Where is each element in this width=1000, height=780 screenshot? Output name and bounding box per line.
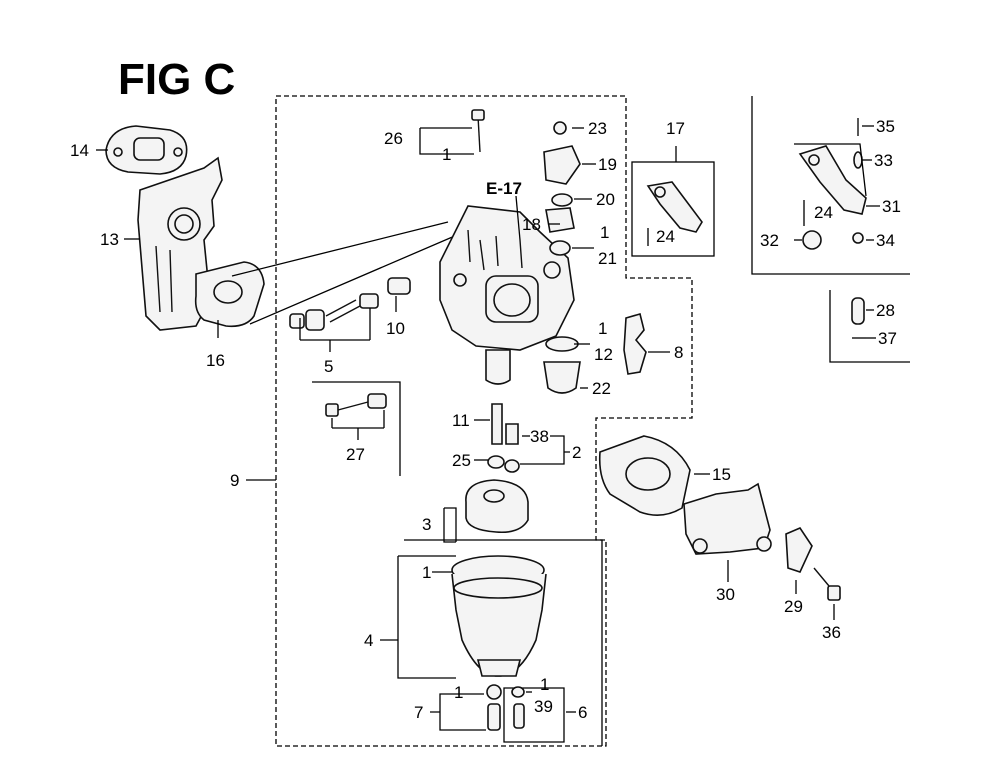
drain-screw-39-part: [513, 703, 525, 729]
callout-2: 2: [572, 443, 581, 462]
callout-1-washer: 1: [454, 683, 463, 702]
jet-38-part: [505, 423, 519, 445]
callout-26: 26: [384, 129, 403, 148]
callout-25: 25: [452, 451, 471, 470]
float-3-part: [465, 479, 529, 534]
callout-1-top: 1: [442, 145, 451, 164]
clamp-29-part: [785, 527, 813, 573]
callout-39: 39: [534, 697, 553, 716]
callout-23: 23: [588, 119, 607, 138]
callout-12: 12: [594, 345, 613, 364]
callout-1-bowl: 1: [422, 563, 431, 582]
reference-label: E-17: [486, 179, 522, 198]
carburetor-body-part: [439, 205, 575, 385]
small-group-boundary: [829, 290, 910, 363]
callout-7: 7: [414, 703, 423, 722]
carburetor-assembly-boundary: [275, 95, 693, 747]
callout-28: 28: [876, 301, 895, 320]
callout-9: 9: [230, 471, 239, 490]
callout-6: 6: [578, 703, 587, 722]
pilot-jet-part: [387, 277, 411, 295]
callout-33: 33: [874, 151, 893, 170]
pilot-screw-set-boundary: [312, 381, 401, 476]
washer-25-part: [487, 455, 505, 469]
callout-10: 10: [386, 319, 405, 338]
callout-32: 32: [760, 231, 779, 250]
washer-20-part: [551, 193, 573, 207]
needle-11-part: [491, 403, 503, 445]
carburetor-gasket-part: [194, 261, 265, 328]
callout-21: 21: [598, 249, 617, 268]
washer-7-part: [486, 684, 502, 700]
callout-19: 19: [598, 155, 617, 174]
float-bowl-set-boundary: [404, 539, 603, 746]
cover-19-part: [543, 145, 581, 185]
callout-5: 5: [324, 357, 333, 376]
drain-set-box: [503, 687, 565, 743]
washer-39-part: [511, 686, 525, 698]
callout-35: 35: [876, 117, 895, 136]
screw-23-part: [553, 121, 567, 135]
callout-31: 31: [882, 197, 901, 216]
callout-15: 15: [712, 465, 731, 484]
screw-26-part: [477, 115, 481, 153]
callout-24-right: 24: [814, 203, 833, 222]
callout-17: 17: [666, 119, 685, 138]
callout-38: 38: [530, 427, 549, 446]
pin-28-part: [851, 297, 865, 325]
figure-title: FIG C: [118, 55, 235, 104]
callout-36: 36: [822, 623, 841, 642]
callout-20: 20: [596, 190, 615, 209]
nut-21-part: [549, 240, 571, 256]
washer-32-part: [802, 230, 822, 250]
callout-30: 30: [716, 585, 735, 604]
link-arm-part: [798, 145, 867, 226]
callout-14: 14: [70, 141, 89, 160]
callout-4: 4: [364, 631, 373, 650]
pilot-screw-27-part: [325, 393, 387, 417]
callout-11: 11: [452, 411, 470, 430]
callout-27: 27: [346, 445, 365, 464]
choke-kit-box: [631, 161, 715, 257]
callout-1-oring: 1: [598, 319, 607, 338]
callout-29: 29: [784, 597, 803, 616]
callout-34: 34: [876, 231, 895, 250]
choke-lever-part: [646, 181, 703, 246]
leader-lines: [96, 125, 880, 731]
callout-13: 13: [100, 230, 119, 249]
insulator-15-part: [598, 435, 691, 516]
float-bowl-4-part: [451, 555, 547, 677]
callout-18: 18: [522, 215, 541, 234]
main-jet-22-part: [543, 361, 581, 394]
bracket-30-part: [683, 482, 772, 555]
insulator-gasket-part: [105, 125, 188, 175]
callout-37: 37: [878, 329, 897, 348]
callout-16: 16: [206, 351, 225, 370]
callout-22: 22: [592, 379, 611, 398]
oring-12-part: [545, 336, 579, 352]
bolt-7-part: [487, 703, 501, 731]
callout-labels: E-17 14 13 16 5 10 9 27 26 1 23 19 20 18…: [70, 117, 901, 722]
nut-34-part: [852, 232, 864, 244]
callout-1-lever: 1: [600, 223, 609, 242]
callout-3: 3: [422, 515, 431, 534]
callout-24-left: 24: [656, 227, 675, 246]
lever-18-part: [545, 207, 575, 233]
float-8-part: [623, 313, 647, 375]
throttle-stop-screw-part: [289, 293, 379, 331]
callout-1-drain: 1: [540, 675, 549, 694]
callout-8: 8: [674, 343, 683, 362]
linkage-group-boundary: [751, 96, 910, 275]
